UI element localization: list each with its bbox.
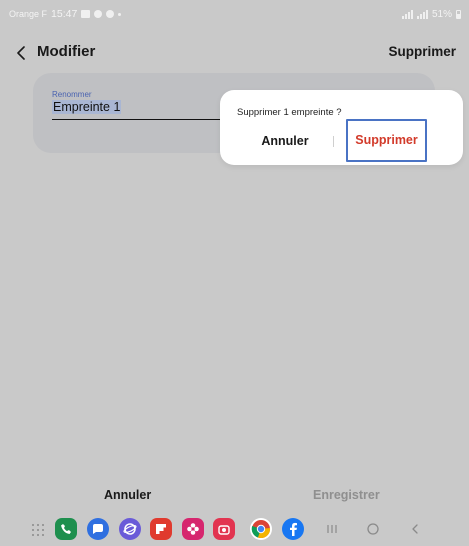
carrier-name: Orange F — [9, 9, 48, 19]
page-title: Modifier — [37, 43, 96, 60]
rename-label: Renommer — [52, 90, 92, 99]
apps-grid-icon[interactable] — [32, 524, 44, 536]
clock: 15:47 — [51, 8, 78, 20]
status-bar-left: Orange F 15:47 — [9, 8, 122, 20]
home-icon[interactable] — [365, 521, 381, 537]
status-bar: Orange F 15:47 51% — [0, 0, 469, 28]
delete-confirm-dialog: Supprimer 1 empreinte ? Annuler Supprime… — [220, 90, 463, 165]
app-dock — [0, 517, 469, 543]
settings-icon — [106, 10, 115, 18]
rename-input-value: Empreinte 1 — [52, 100, 122, 114]
chrome-icon[interactable] — [250, 518, 272, 540]
status-bar-right: 51% — [401, 8, 461, 20]
dialog-cancel-button[interactable]: Annuler — [261, 134, 309, 148]
internet-icon[interactable] — [119, 518, 141, 540]
gallery-icon — [81, 10, 91, 18]
messages-icon[interactable] — [87, 518, 109, 540]
facebook-icon[interactable] — [282, 518, 304, 540]
notification-dot-icon — [118, 12, 122, 16]
battery-icon — [456, 9, 461, 19]
dialog-divider — [333, 136, 334, 147]
back-button[interactable] — [13, 44, 29, 62]
dialog-confirm-delete-button[interactable]: Supprimer — [346, 119, 427, 162]
delete-button[interactable]: Supprimer — [388, 44, 456, 59]
recents-icon[interactable] — [324, 521, 340, 537]
app-header: Modifier Supprimer — [0, 40, 469, 66]
dialog-message: Supprimer 1 empreinte ? — [237, 107, 342, 118]
cancel-button[interactable]: Annuler — [104, 488, 152, 502]
wifi-signal-icon — [401, 9, 413, 19]
chevron-left-icon — [17, 46, 25, 60]
camera-icon[interactable] — [213, 518, 235, 540]
flower-icon[interactable] — [182, 518, 204, 540]
save-button[interactable]: Enregistrer — [313, 488, 380, 502]
location-icon — [94, 10, 103, 18]
flipboard-icon[interactable] — [150, 518, 172, 540]
cell-signal-icon — [416, 9, 428, 19]
back-nav-icon[interactable] — [407, 521, 423, 537]
battery-level: 51% — [431, 8, 452, 20]
phone-icon[interactable] — [55, 518, 77, 540]
